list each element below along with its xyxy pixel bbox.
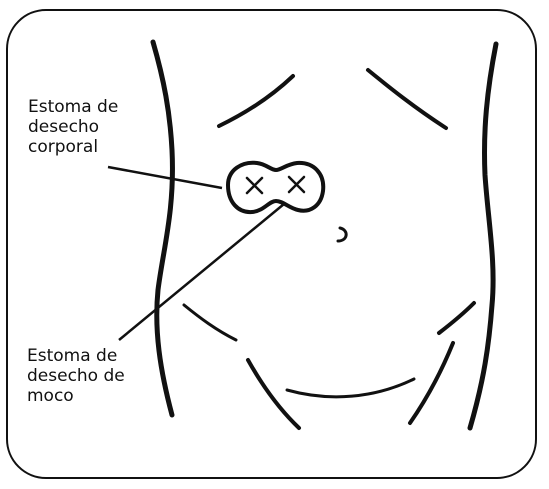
double-stoma-outline — [226, 160, 326, 215]
right-torso-outline — [467, 41, 499, 431]
left-hip-line — [182, 303, 238, 342]
label-line: desecho — [28, 117, 100, 137]
right-hip-line — [437, 301, 476, 335]
label-line: desecho de — [27, 366, 125, 386]
navel — [336, 226, 348, 243]
left-groin-line — [246, 358, 301, 430]
lower-abdomen-curve — [285, 377, 416, 399]
mucus-stoma-mark — [287, 175, 306, 194]
label-line: Estoma de — [28, 97, 119, 117]
mucus-stoma-label: Estoma de desecho de moco — [27, 346, 125, 406]
left-torso-outline — [150, 39, 175, 418]
label-line: corporal — [28, 137, 99, 157]
body-waste-stoma-mark — [245, 176, 264, 195]
diagram-frame — [6, 9, 537, 479]
mucus-leader-line — [118, 203, 285, 341]
body-waste-leader-line — [107, 165, 223, 190]
right-rib-line — [366, 68, 448, 130]
body-waste-stoma-label: Estoma de desecho corporal — [28, 97, 118, 157]
left-rib-line — [217, 74, 295, 128]
right-groin-line — [408, 341, 455, 425]
label-line: moco — [27, 386, 74, 406]
label-line: Estoma de — [27, 346, 118, 366]
